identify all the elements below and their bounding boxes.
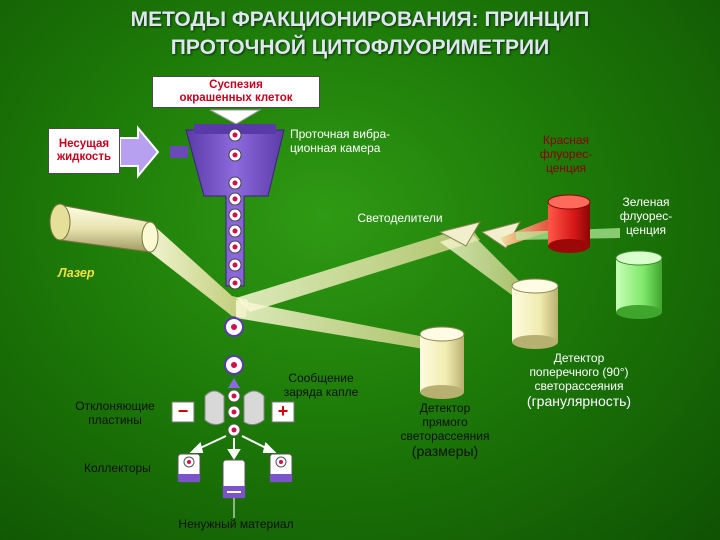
suspension-arrow	[209, 109, 262, 125]
flow-chamber-line-2: ционная камера	[290, 140, 381, 155]
side-line-1: Детектор	[553, 351, 605, 365]
side-line-4: (гранулярность)	[526, 393, 632, 410]
beam-splitter-1	[438, 221, 482, 247]
carrier-line-2: жидкость	[56, 151, 112, 163]
plus-plate	[271, 401, 295, 423]
collector-right	[269, 453, 293, 483]
green-fluo-line-3: ценция	[625, 222, 667, 237]
forward-scatter-beam	[236, 300, 440, 350]
forward-line-2: прямого	[422, 414, 468, 429]
deflecting-plates-label: Отклоняющие пластины	[60, 399, 170, 428]
side-line-2: поперечного (90°)	[529, 364, 629, 379]
side-line-3: светорассеяния	[534, 378, 624, 393]
slide-title: МЕТОДЫ ФРАКЦИОНИРОВАНИЯ: ПРИНЦИП ПРОТОЧН…	[0, 6, 720, 62]
side-scatter-detector	[511, 278, 559, 349]
flow-chamber-line-1: Проточная вибра-	[290, 127, 391, 141]
green-detector	[615, 250, 663, 319]
laser-tube	[49, 203, 159, 253]
plus-sign: +	[277, 401, 289, 421]
charge-label: Сообщение заряда капле	[266, 371, 376, 400]
carrier-fluid-arrow	[119, 125, 160, 179]
forward-line-3: светорассеяния	[400, 428, 490, 443]
title-line-1: МЕТОДЫ ФРАКЦИОНИРОВАНИЯ: ПРИНЦИП	[130, 8, 590, 31]
collector-waste	[222, 459, 246, 499]
red-fluo-line-3: ценция	[545, 160, 587, 175]
beam-splitters-label: Светоделители	[357, 211, 443, 225]
forward-line-1: Детектор	[419, 401, 471, 415]
green-fluorescence-label: Зеленая флуорес- ценция	[604, 195, 688, 237]
charging-unit	[204, 389, 265, 437]
collector-left	[177, 453, 201, 483]
green-fluo-line-2: флуорес-	[619, 208, 673, 223]
minus-plate	[171, 401, 195, 423]
deflecting-line-1: Отклоняющие	[75, 399, 155, 413]
carrier-line-1: Несущая	[58, 138, 110, 150]
waste-label: Ненужный материал	[178, 517, 294, 531]
cell-stream	[228, 128, 242, 290]
forward-scatter-detector	[419, 326, 465, 399]
forward-line-4: (размеры)	[411, 443, 479, 460]
red-detector	[547, 194, 591, 253]
carrier-fluid-box: Несущая жидкость	[48, 128, 120, 174]
red-fluo-line-1: Красная	[542, 133, 590, 147]
droplets	[224, 317, 244, 388]
suspension-box: Суспезия окрашенных клеток	[152, 76, 320, 108]
title-line-2: ПРОТОЧНОЙ ЦИТОФЛУОРИМЕТРИИ	[170, 36, 550, 59]
side-scatter-beam	[236, 226, 480, 312]
forward-scatter-label: Детектор прямого светорассеяния (размеры…	[384, 401, 506, 460]
splitter-to-side-beam	[440, 232, 528, 298]
deflection-arrows	[189, 435, 277, 460]
charge-line-2: заряда капле	[283, 384, 359, 399]
laser-label: Лазер	[58, 266, 95, 280]
flow-chamber-label: Проточная вибра- ционная камера	[290, 127, 430, 156]
minus-sign: −	[177, 401, 189, 421]
suspension-line-2: окрашенных клеток	[179, 92, 293, 104]
charge-line-1: Сообщение	[288, 371, 354, 385]
collectors-label: Коллекторы	[84, 461, 151, 475]
red-fluo-line-2: флуорес-	[539, 146, 593, 161]
suspension-line-1: Суспезия	[209, 79, 263, 91]
red-fluorescence-label: Красная флуорес- ценция	[526, 133, 606, 175]
green-fluo-line-1: Зеленая	[622, 195, 670, 209]
side-scatter-label: Детектор поперечного (90°) светорассеяни…	[504, 351, 654, 410]
laser-beam	[150, 222, 248, 318]
deflecting-line-2: пластины	[88, 412, 142, 427]
